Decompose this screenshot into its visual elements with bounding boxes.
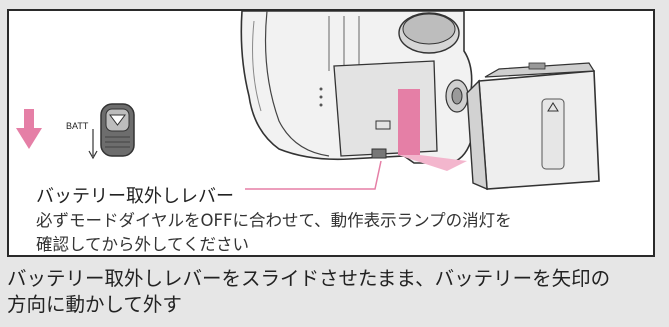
caution-note-line-1: 必ずモードダイヤルをOFFに合わせて、動作表示ランプの消灯を (36, 211, 512, 230)
instruction-caption-line-1: バッテリー取外しレバーをスライドさせたまま、バッテリーを矢印の (7, 267, 611, 290)
battery-pack-illustration (466, 62, 600, 191)
battery-release-lever-label: バッテリー取外しレバー (36, 186, 234, 207)
caution-note: 必ずモードダイヤルをOFFに合わせて、動作表示ランプの消灯を 確認してから外して… (36, 209, 636, 255)
batt-label: BATT (66, 121, 89, 131)
figure-frame: BATT (7, 9, 655, 257)
battery-removal-illustration: BATT (16, 11, 600, 191)
remove-direction-arrow-icon (398, 89, 467, 171)
instruction-caption: バッテリー取外しレバーをスライドさせたまま、バッテリーを矢印の 方向に動かして外… (7, 266, 665, 318)
camera-body-illustration (240, 11, 473, 164)
slide-down-arrow-icon (16, 109, 42, 149)
caution-note-line-2: 確認してから外してください (36, 235, 250, 254)
instruction-caption-line-2: 方向に動かして外す (7, 293, 182, 316)
lever-leader-line (245, 160, 382, 190)
batt-lever-icon (88, 103, 135, 160)
